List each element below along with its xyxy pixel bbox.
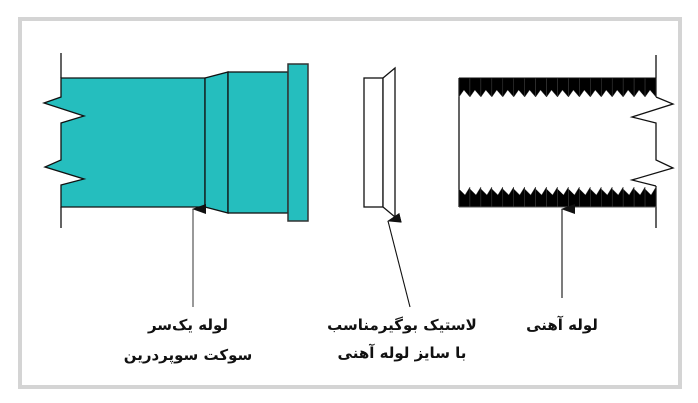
label-socket-pipe-line1: لوله یک‌سر (147, 316, 228, 334)
thread-tooth (502, 77, 514, 98)
thread-tooth (633, 186, 646, 208)
thread-top (458, 77, 657, 98)
label-socket-pipe-line2: سوکت سوپردرین (124, 346, 253, 365)
label-rubber-gasket-line1: لاستیک بوگیرمناسب (327, 316, 477, 334)
thread-tooth (491, 77, 504, 98)
thread-tooth (622, 77, 635, 98)
socket-flange (287, 63, 309, 222)
label-iron-pipe: لوله آهنی (526, 316, 598, 334)
thread-tooth (458, 77, 471, 98)
thread-tooth (601, 186, 613, 208)
thread-tooth (513, 186, 525, 208)
thread-tooth (480, 186, 493, 208)
thread-tooth (491, 186, 504, 208)
thread-tooth (622, 186, 635, 208)
thread-tooth (568, 77, 580, 98)
thread-tooth (502, 186, 514, 208)
rubber-gasket (363, 66, 396, 219)
socket-pipe (41, 53, 309, 228)
thread-tooth (579, 186, 591, 208)
thread-tooth (546, 77, 558, 98)
thread-tooth (535, 186, 547, 208)
thread-tooth (557, 186, 569, 208)
thread-tooth (590, 77, 602, 98)
thread-tooth (513, 77, 525, 98)
thread-tooth (469, 77, 482, 98)
thread-tooth (601, 77, 613, 98)
thread-bottom (458, 186, 657, 208)
thread-tooth (611, 77, 624, 98)
thread-tooth (535, 77, 547, 98)
thread-tooth (546, 186, 558, 208)
thread-tooth (633, 77, 646, 98)
thread-tooth (480, 77, 493, 98)
thread-tooth (579, 77, 591, 98)
thread-tooth (524, 186, 536, 208)
socket-hub (227, 71, 289, 214)
arrow-rubber-gasket (387, 212, 411, 308)
thread-tooth (590, 186, 602, 208)
label-rubber-gasket-line2: با سایز لوله آهنی (338, 344, 467, 362)
thread-tooth (644, 186, 657, 208)
thread-tooth (557, 77, 569, 98)
thread-tooth (644, 77, 657, 98)
iron-pipe (458, 55, 675, 228)
thread-tooth (568, 186, 580, 208)
thread-tooth (611, 186, 624, 208)
thread-tooth (458, 186, 471, 208)
socket-pipe-body (41, 77, 206, 208)
thread-tooth (524, 77, 536, 98)
socket-taper (204, 71, 229, 214)
thread-tooth (469, 186, 482, 208)
